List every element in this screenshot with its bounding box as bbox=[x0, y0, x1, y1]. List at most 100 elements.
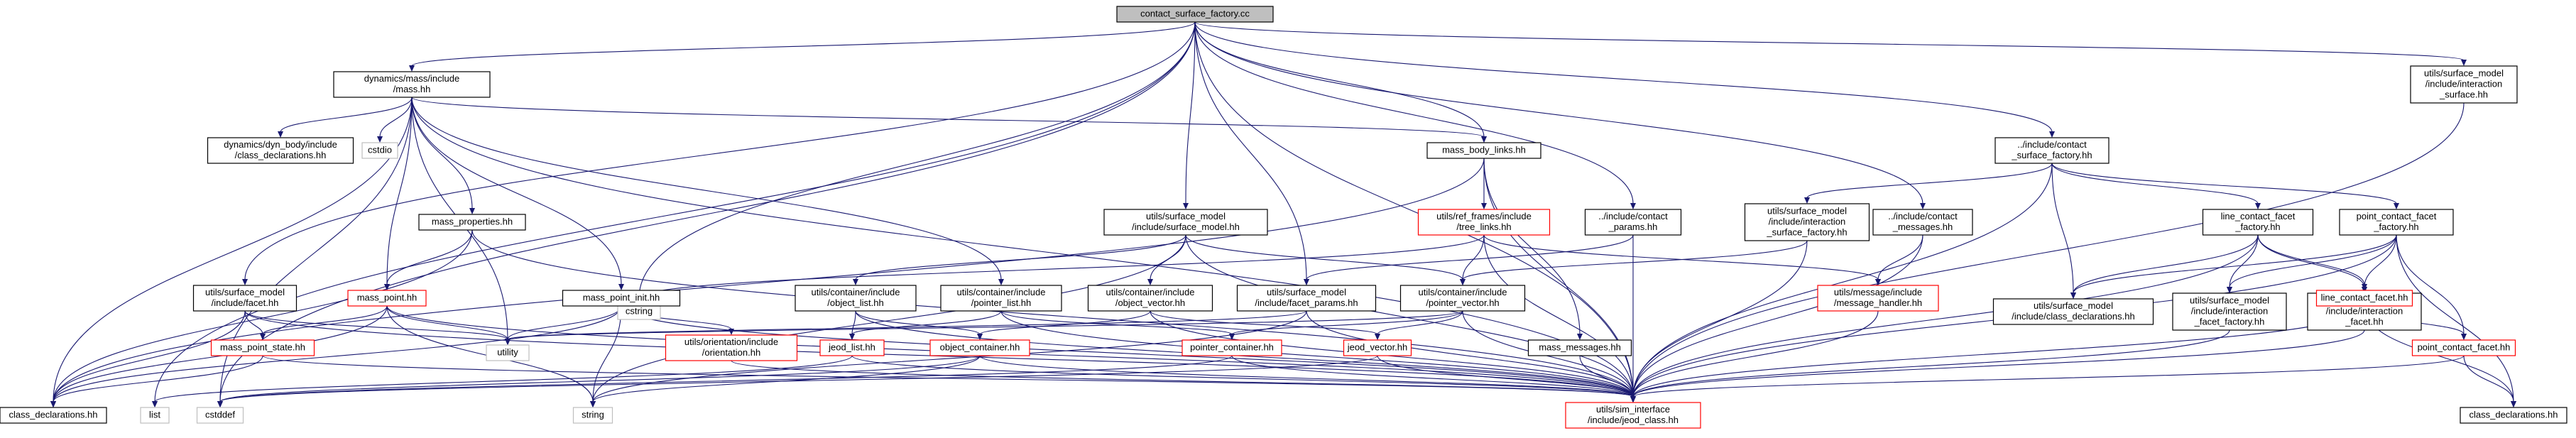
node-point-contact-facet[interactable]: point_contact_facet.hh bbox=[2411, 339, 2516, 356]
edge-line bbox=[1194, 21, 1634, 204]
node-point-contact-facet-factory[interactable]: point_contact_facet_factory.hh bbox=[2339, 209, 2454, 236]
edge-arrowhead bbox=[278, 131, 283, 138]
node-box bbox=[333, 71, 491, 98]
node-contact-params[interactable]: ../include/contact_params.hh bbox=[1584, 209, 1682, 236]
node-string[interactable]: string bbox=[572, 407, 613, 424]
edge-line bbox=[1632, 329, 2365, 398]
node-box bbox=[192, 285, 298, 312]
node-jeod-vector[interactable]: jeod_vector.hh bbox=[1343, 339, 1412, 356]
edge-line bbox=[507, 305, 622, 340]
edge-arrowhead bbox=[2461, 60, 2467, 66]
node-mass-point-init[interactable]: mass_point_init.hh bbox=[562, 290, 681, 307]
edge-line bbox=[2229, 234, 2397, 288]
edge-point_contact_facet_factory-to-sm_class_decl bbox=[2070, 234, 2397, 299]
node-box bbox=[1872, 209, 1973, 236]
node-box bbox=[0, 407, 107, 424]
node-contact-messages[interactable]: ../include/contact_messages.hh bbox=[1872, 209, 1973, 236]
edge-interaction_surface_factory-to-jeod_class bbox=[1630, 240, 1808, 403]
node-cstring[interactable]: cstring bbox=[617, 303, 661, 320]
edge-line bbox=[1150, 234, 1186, 280]
node-jeod-class[interactable]: utils/sim_interface/include/jeod_class.h… bbox=[1565, 402, 1701, 429]
edge-line bbox=[851, 310, 856, 335]
node-mass[interactable]: dynamics/mass/include/mass.hh bbox=[333, 71, 491, 98]
edge-line bbox=[154, 21, 1196, 403]
node-object-vector[interactable]: utils/container/include/object_vector.hh bbox=[1087, 285, 1213, 312]
node-mass-point-state[interactable]: mass_point_state.hh bbox=[210, 339, 315, 356]
node-mass-messages[interactable]: mass_messages.hh bbox=[1527, 339, 1632, 356]
node-label-line: mass_point_init.hh bbox=[583, 292, 660, 302]
edge-line bbox=[471, 229, 1634, 398]
node-dyn-class[interactable]: dynamics/dyn_body/include/class_declarat… bbox=[207, 137, 354, 164]
edge-line bbox=[855, 234, 1186, 280]
node-pointer-list[interactable]: utils/container/include/pointer_list.hh bbox=[940, 285, 1062, 312]
node-cstdio[interactable]: cstdio bbox=[361, 142, 398, 159]
node-utility[interactable]: utility bbox=[486, 344, 530, 361]
edge-arrowhead bbox=[2049, 131, 2055, 138]
node-orientation[interactable]: utils/orientation/include/orientation.hh bbox=[665, 334, 798, 361]
node-facet-hh[interactable]: utils/surface_model/include/facet.hh bbox=[192, 285, 298, 312]
node-list[interactable]: list bbox=[140, 407, 170, 424]
edge-arrowhead bbox=[217, 401, 223, 407]
node-label-line: /message_handler.hh bbox=[1834, 297, 1922, 308]
edge-line bbox=[2257, 234, 2365, 288]
node-surface-model-hh[interactable]: utils/surface_model/include/surface_mode… bbox=[1103, 209, 1268, 236]
node-mass-properties[interactable]: mass_properties.hh bbox=[418, 214, 526, 231]
node-line-contact-facet-factory[interactable]: line_contact_facet_factory.hh bbox=[2202, 209, 2314, 236]
edge-arrowhead bbox=[1481, 203, 1487, 209]
edge-mass_point_state-to-jeod_class bbox=[262, 355, 1636, 403]
node-label-line: cstring bbox=[626, 305, 653, 316]
node-root[interactable]: contact_surface_factory.cc bbox=[1116, 6, 1274, 23]
node-label-line: jeod_vector.hh bbox=[1347, 341, 1408, 352]
edge-root-to-cstring bbox=[636, 21, 1196, 304]
edge-line bbox=[262, 355, 1634, 398]
node-label-line: /object_list.hh bbox=[827, 297, 884, 308]
edge-line bbox=[411, 97, 1485, 138]
edge-line bbox=[1632, 102, 2465, 398]
node-pointer-vector[interactable]: utils/container/include/pointer_vector.h… bbox=[1399, 285, 1526, 312]
edge-object_container-to-jeod_class bbox=[979, 355, 1636, 403]
node-class-declarations-left[interactable]: class_declarations.hh bbox=[0, 407, 107, 424]
node-interaction-surface[interactable]: utils/surface_model/include/interaction_… bbox=[2410, 65, 2518, 104]
node-mass-point[interactable]: mass_point.hh bbox=[347, 290, 427, 307]
edge-arrowhead bbox=[1630, 396, 1636, 403]
edge-arrowhead bbox=[2227, 287, 2232, 293]
edge-root-to-contact_messages bbox=[1194, 21, 1926, 209]
edge-line bbox=[154, 355, 853, 403]
node-sm-class-decl[interactable]: utils/surface_model/include/class_declar… bbox=[1992, 298, 2154, 325]
node-object-container[interactable]: object_container.hh bbox=[929, 339, 1030, 356]
node-inc-contact-surface-factory[interactable]: ../include/contact_surface_factory.hh bbox=[1994, 137, 2110, 164]
node-pointer-container[interactable]: pointer_container.hh bbox=[1181, 339, 1282, 356]
node-box bbox=[2410, 65, 2518, 104]
node-label-line: utils/sim_interface bbox=[1596, 404, 1670, 415]
node-box bbox=[1417, 209, 1551, 236]
edge-arrowhead bbox=[728, 329, 734, 335]
node-box bbox=[361, 142, 398, 159]
node-label-line: utils/container/include bbox=[1106, 287, 1194, 297]
node-interaction-facet-factory[interactable]: utils/surface_model/include/interaction_… bbox=[2172, 292, 2287, 331]
node-cstddef[interactable]: cstddef bbox=[196, 407, 244, 424]
edge-arrowhead bbox=[1460, 279, 1466, 285]
edge-line bbox=[2073, 234, 2397, 294]
node-interaction-surface-factory[interactable]: utils/surface_model/include/interaction_… bbox=[1744, 203, 1870, 241]
node-label-line: contact_surface_factory.cc bbox=[1140, 8, 1250, 18]
edge-contact_params-to-facet_params bbox=[1304, 234, 1634, 285]
node-label-line: _factory.hh bbox=[2234, 221, 2280, 232]
edge-line bbox=[592, 305, 622, 403]
node-class-declarations-right[interactable]: class_declarations.hh bbox=[2460, 407, 2567, 424]
node-label-line: utils/surface_model bbox=[1267, 287, 1346, 297]
edge-arrowhead bbox=[2511, 401, 2516, 407]
node-ref-frames-tree[interactable]: utils/ref_frames/include/tree_links.hh bbox=[1417, 209, 1551, 236]
node-object-list[interactable]: utils/container/include/object_list.hh bbox=[795, 285, 917, 312]
edge-arrowhead bbox=[618, 284, 624, 290]
node-line-contact-facet[interactable]: line_contact_facet.hh bbox=[2315, 290, 2413, 307]
node-jeod-list[interactable]: jeod_list.hh bbox=[819, 339, 885, 356]
edge-interaction_facet_factory-to-jeod_class bbox=[1630, 329, 2230, 403]
node-mass-body-links[interactable]: mass_body_links.hh bbox=[1426, 142, 1541, 159]
node-message-handler[interactable]: utils/message/include/message_handler.hh bbox=[1817, 285, 1939, 312]
edge-line bbox=[592, 234, 1186, 403]
edge-line bbox=[1185, 21, 1196, 204]
edge-pointer_container-to-jeod_class bbox=[1231, 355, 1636, 403]
edge-line bbox=[2229, 234, 2259, 288]
node-facet-params[interactable]: utils/surface_model/include/facet_params… bbox=[1236, 285, 1377, 312]
node-label-line: utils/surface_model bbox=[1146, 211, 1226, 221]
